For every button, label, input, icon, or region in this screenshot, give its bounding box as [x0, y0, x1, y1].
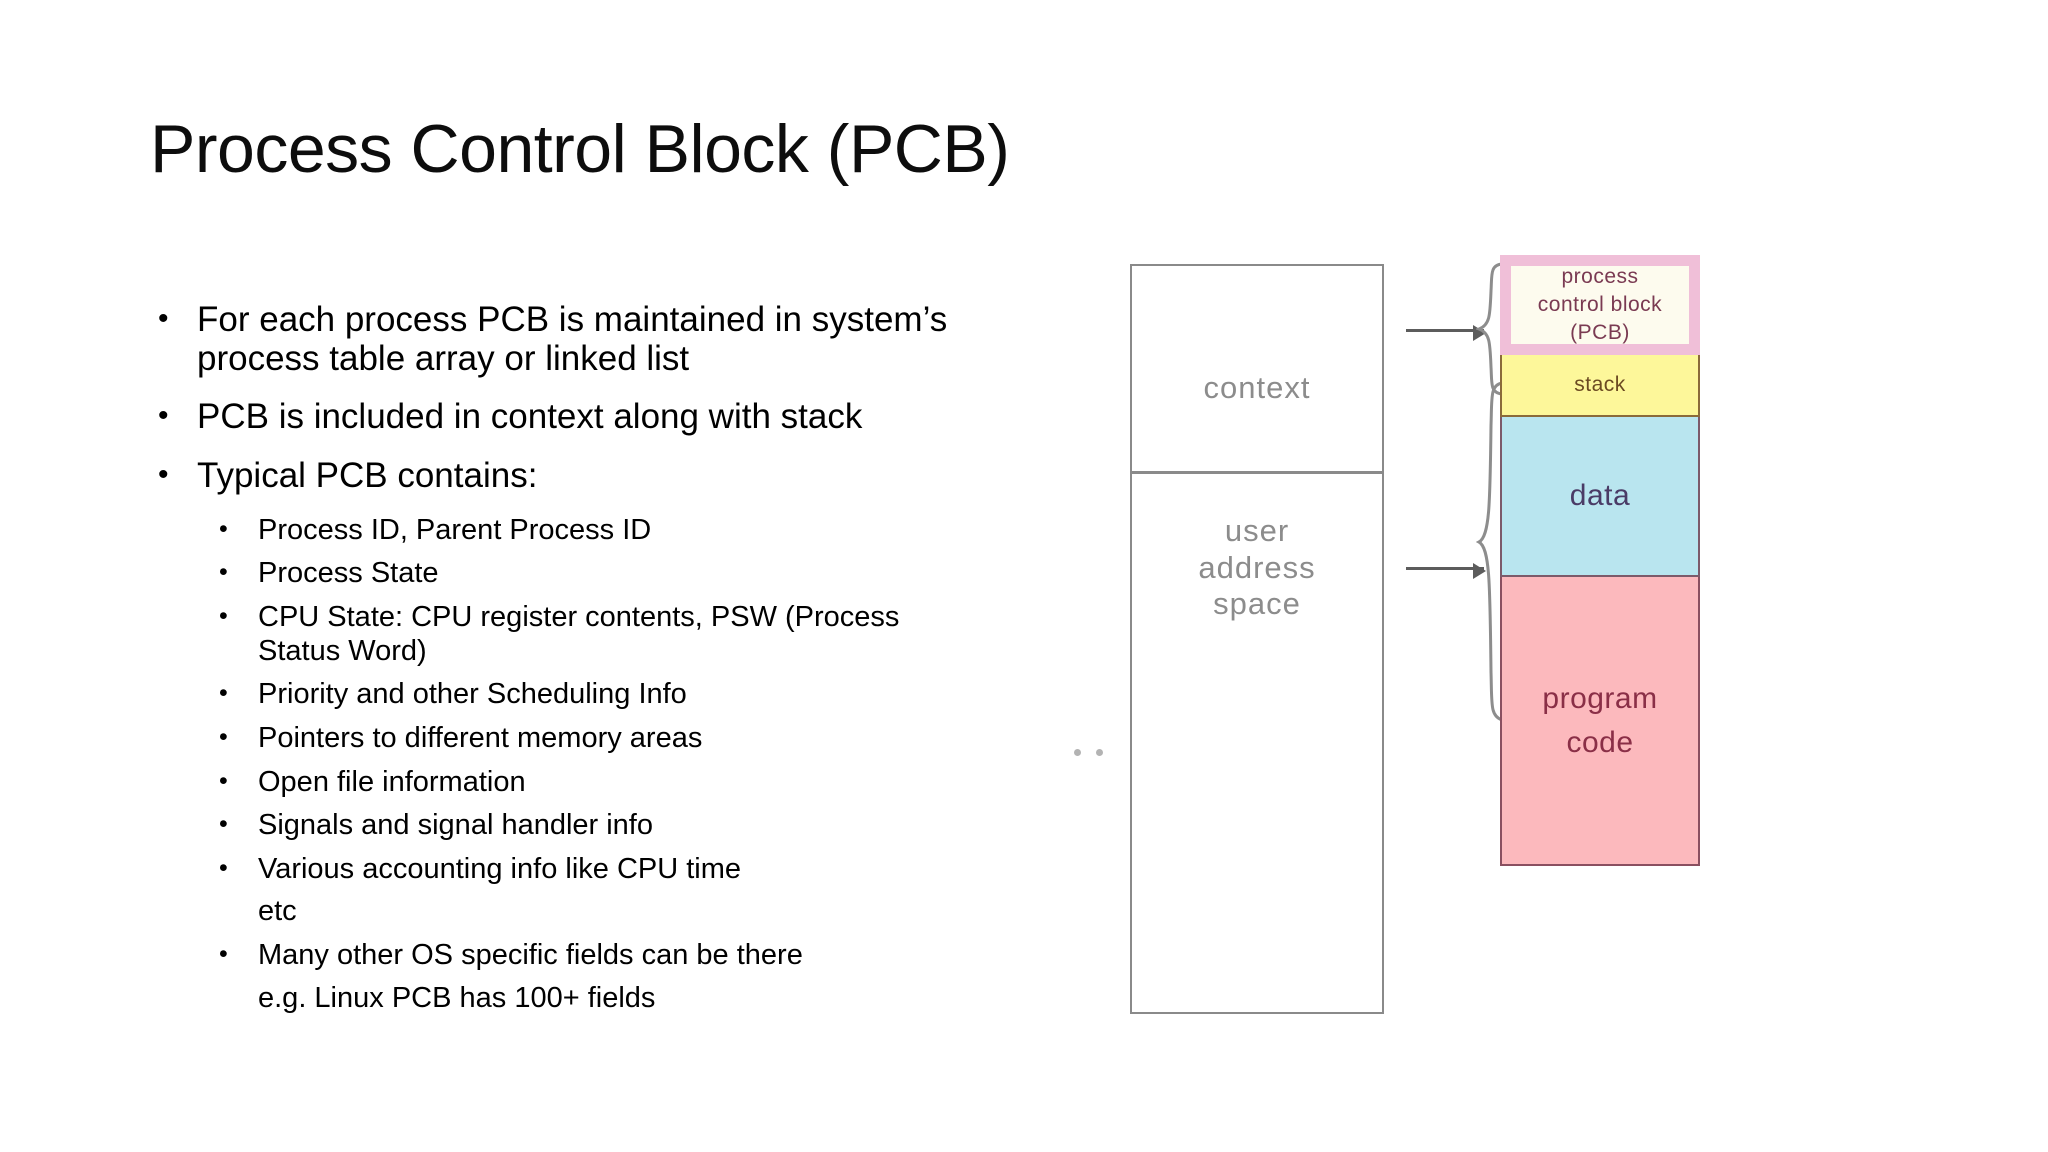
list-item: • Many other OS specific fields can be t…: [140, 939, 970, 1015]
bullet-glyph: •: [219, 766, 228, 795]
list-item-label: CPU State: CPU register contents, PSW (P…: [258, 601, 900, 667]
segment-program-code-line2: code: [1566, 725, 1634, 759]
stray-dot-icon: [1074, 749, 1081, 756]
list-item-continuation: e.g. Linux PCB has 100+ fields: [258, 981, 656, 1014]
segment-program-code: program code: [1500, 577, 1700, 866]
stray-dot-icon: [1096, 749, 1103, 756]
list-item-label: Process ID, Parent Process ID: [258, 513, 652, 546]
list-item: • Pointers to different memory areas: [140, 722, 970, 756]
list-item-label: Many other OS specific fields can be the…: [258, 939, 803, 971]
list-item: • Process ID, Parent Process ID: [140, 514, 970, 548]
list-item-label: Open file information: [258, 765, 526, 798]
bullet-glyph: •: [219, 940, 228, 968]
pcb-contents-sublist: • Process ID, Parent Process ID • Proces…: [140, 514, 970, 1016]
bullet-glyph: •: [219, 514, 228, 543]
list-item: • CPU State: CPU register contents, PSW …: [140, 601, 970, 668]
process-memory-diagram: context user address space process contr…: [1030, 255, 1820, 1045]
segment-stack: stack: [1500, 355, 1700, 417]
bullet-glyph: •: [158, 302, 169, 335]
list-item: • Priority and other Scheduling Info: [140, 678, 970, 712]
memory-segment-column: process control block (PCB) stack data p…: [1500, 255, 1700, 866]
list-item: • Typical PCB contains:: [140, 456, 970, 495]
segment-stack-label: stack: [1574, 373, 1626, 396]
bullet-glyph: •: [219, 853, 228, 882]
list-item-label: Process State: [258, 557, 439, 590]
list-item: • Process State: [140, 557, 970, 591]
user-address-space-label-line1: user: [1224, 513, 1290, 548]
segment-data-label: data: [1569, 479, 1631, 512]
bullet-glyph: •: [219, 602, 228, 630]
segment-data: data: [1500, 417, 1700, 577]
context-to-pcb-arrow-icon: [1406, 325, 1486, 341]
list-item-label: Pointers to different memory areas: [258, 721, 703, 754]
process-memory-outline-box: [1130, 264, 1384, 1014]
list-item: • For each process PCB is maintained in …: [140, 300, 970, 378]
user-address-space-label-line3: space: [1213, 586, 1301, 622]
user-address-space-label-line2: address: [1198, 549, 1316, 585]
context-userspace-divider: [1130, 471, 1384, 474]
segment-pcb-line3: (PCB): [1570, 321, 1630, 345]
segment-program-code-line1: program: [1542, 682, 1658, 715]
list-item-continuation: etc: [258, 895, 297, 928]
list-item: • Signals and signal handler info: [140, 809, 970, 843]
list-item-label: Various accounting info like CPU time: [258, 852, 742, 885]
segment-pcb-line2: control block: [1537, 292, 1663, 316]
list-item-label: Typical PCB contains:: [197, 455, 538, 495]
bottom-brace-icon: [1476, 381, 1504, 722]
bullet-glyph: •: [219, 722, 228, 751]
top-brace-icon: [1476, 262, 1504, 396]
list-item: • Various accounting info like CPU time …: [140, 853, 970, 929]
list-item-label: For each process PCB is maintained in sy…: [197, 300, 948, 379]
bullet-glyph: •: [158, 457, 169, 491]
list-item: • Open file information: [140, 766, 970, 800]
bullet-content-column: • For each process PCB is maintained in …: [140, 300, 970, 1025]
user-address-space-label: user address space: [1130, 513, 1384, 623]
page-title: Process Control Block (PCB): [150, 111, 1010, 187]
bullet-glyph: •: [219, 558, 228, 587]
list-item: • PCB is included in context along with …: [140, 397, 970, 436]
bullet-glyph: •: [219, 810, 228, 839]
userspace-to-code-arrow-icon: [1406, 563, 1486, 579]
segment-pcb-line1: process: [1561, 264, 1639, 288]
list-item-label: Signals and signal handler info: [258, 809, 653, 842]
bullet-glyph: •: [219, 679, 228, 708]
list-item-label: PCB is included in context along with st…: [197, 397, 863, 437]
segment-pcb: process control block (PCB): [1500, 255, 1700, 355]
bullet-glyph: •: [158, 399, 169, 433]
list-item-label: Priority and other Scheduling Info: [258, 678, 687, 711]
context-label: context: [1203, 370, 1311, 405]
